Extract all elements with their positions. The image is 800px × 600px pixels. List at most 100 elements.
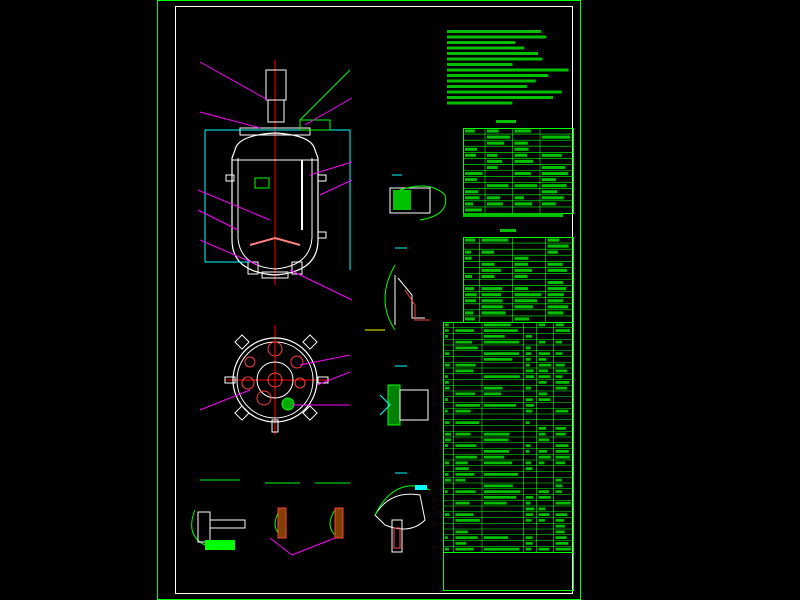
- parts-list-table-cell-text: [538, 519, 545, 522]
- nozzle-table-cell-text: [547, 268, 568, 272]
- nozzle-a: [290, 355, 304, 369]
- parts-list-table-cell-text: [538, 358, 547, 361]
- side-nozzle-left: [225, 174, 235, 182]
- design-spec-table-cell-text: [542, 135, 571, 139]
- parts-list-table-cell-text: [538, 438, 550, 442]
- parts-list-table-cell-text: [484, 547, 520, 551]
- parts-list-table-cell-text: [555, 450, 569, 453]
- design-spec-table-cell-text: [465, 147, 478, 151]
- nozzle-table-cell-text: [547, 250, 558, 254]
- nozzle-table-cell-text: [481, 305, 503, 309]
- parts-list-table-cell-text: [455, 501, 470, 505]
- design-spec-table-cell-text: [465, 178, 477, 182]
- design-spec-table-cell-text: [487, 135, 511, 139]
- parts-list-table-cell-text: [538, 427, 547, 430]
- parts-list-table-cell-text: [555, 513, 568, 516]
- note-text-line: [447, 74, 549, 77]
- parts-list-table-cell-text: [445, 375, 448, 378]
- parts-list-table-cell-text: [525, 352, 532, 355]
- parts-list-table-cell-text: [525, 513, 534, 516]
- nozzle-table-cell-text: [465, 317, 475, 321]
- design-spec-table-cell-text: [542, 190, 558, 194]
- parts-list-table-cell-text: [445, 386, 450, 390]
- parts-list-table-cell-text: [525, 501, 531, 505]
- parts-list-table-cell-text: [484, 392, 502, 396]
- spec-table-footnote: [463, 213, 563, 217]
- parts-list-table-cell-text: [445, 409, 448, 413]
- parts-list-table-cell-text: [445, 335, 448, 338]
- note-text-line: [447, 85, 527, 88]
- parts-list-table-cell-text: [445, 381, 449, 384]
- parts-list-table-cell-text: [555, 524, 565, 528]
- nozzle-table-cell-text: [514, 287, 529, 291]
- parts-list-table-cell-text: [555, 461, 566, 465]
- design-spec-table-cell-text: [514, 159, 534, 163]
- parts-list-table-cell-text: [445, 461, 450, 465]
- parts-list-table-cell-text: [538, 381, 547, 384]
- support-leg-left: [247, 261, 259, 275]
- nozzle-e: [244, 356, 256, 368]
- nozzle-table-cell-text: [547, 311, 564, 315]
- nozzle-table-cell-text: [547, 262, 563, 266]
- design-spec-table-cell-text: [542, 178, 556, 182]
- parts-list-table-cell-text: [525, 409, 533, 413]
- parts-list-table-cell-text: [484, 352, 520, 355]
- internal-label-box: [254, 177, 270, 189]
- parts-list-table-cell-text: [455, 467, 469, 470]
- parts-list-table-cell-text: [538, 352, 550, 355]
- nozzle-table-cell-text: [481, 262, 495, 266]
- nozzle-table-cell-text: [514, 305, 533, 309]
- parts-list-table-cell-text: [455, 530, 468, 534]
- parts-list-table-cell-text: [484, 461, 512, 465]
- parts-list-table-cell-text: [445, 536, 448, 539]
- nozzle-table-cell-text: [514, 274, 528, 278]
- parts-list-table-cell-text: [484, 404, 516, 407]
- nozzle-table-cell-text: [465, 250, 472, 254]
- vessel-elevation-view: [197, 60, 353, 301]
- parts-list-table-cell-text: [555, 501, 571, 505]
- parts-list-table-cell-text: [555, 455, 570, 459]
- design-spec-table-cell-text: [465, 153, 476, 157]
- parts-list-table-cell-text: [445, 432, 451, 436]
- parts-list-table-cell-text: [455, 536, 478, 539]
- parts-list-table-cell-text: [525, 335, 532, 338]
- technical-notes-block: [447, 30, 569, 105]
- nozzle-sight-glass: [281, 397, 295, 411]
- table-title-2: [500, 229, 516, 232]
- design-spec-table-cell-text: [514, 172, 531, 176]
- parts-list-table-cell-text: [538, 375, 551, 378]
- parts-list-table-cell-text: [525, 363, 530, 367]
- parts-list-table-cell-text: [445, 490, 448, 493]
- parts-list-table-cell-text: [538, 432, 546, 436]
- design-spec-table-cell-text: [514, 141, 528, 145]
- design-spec-table-cell-text: [487, 202, 503, 206]
- parts-list-table-cell-text: [555, 530, 565, 534]
- parts-list-table-cell-text: [484, 450, 510, 453]
- parts-list-table-cell-text: [555, 381, 570, 384]
- parts-list-table-cell-text: [484, 335, 505, 338]
- design-spec-table-cell-text: [542, 184, 567, 188]
- parts-list-table-cell-text: [445, 352, 450, 355]
- parts-list-table-cell-text: [525, 369, 534, 373]
- nozzle-table-cell-text: [481, 238, 509, 242]
- nozzle-table-cell-text: [465, 311, 474, 315]
- parts-list-table-cell-text: [484, 432, 510, 436]
- parts-list-table-cell-text: [555, 490, 562, 493]
- nozzle-table-cell-text: [547, 238, 560, 242]
- note-text-line: [447, 68, 569, 72]
- tables-region: [443, 120, 574, 591]
- parts-list-table-cell-text: [455, 369, 474, 373]
- parts-list-table-cell-text: [538, 398, 551, 401]
- parts-list-table-cell-text: [445, 421, 450, 424]
- parts-list-table-cell-text: [525, 542, 533, 545]
- parts-list-table-cell-text: [525, 507, 535, 511]
- note-text-line: [447, 41, 516, 44]
- parts-list-table-cell-text: [555, 444, 569, 447]
- parts-list-table-cell-text: [525, 421, 530, 424]
- gearbox: [267, 99, 285, 123]
- design-spec-table-cell-text: [514, 184, 537, 188]
- parts-list-table-cell-text: [538, 323, 546, 327]
- center-nozzle: [267, 372, 283, 388]
- parts-list-table-cell-text: [525, 461, 532, 465]
